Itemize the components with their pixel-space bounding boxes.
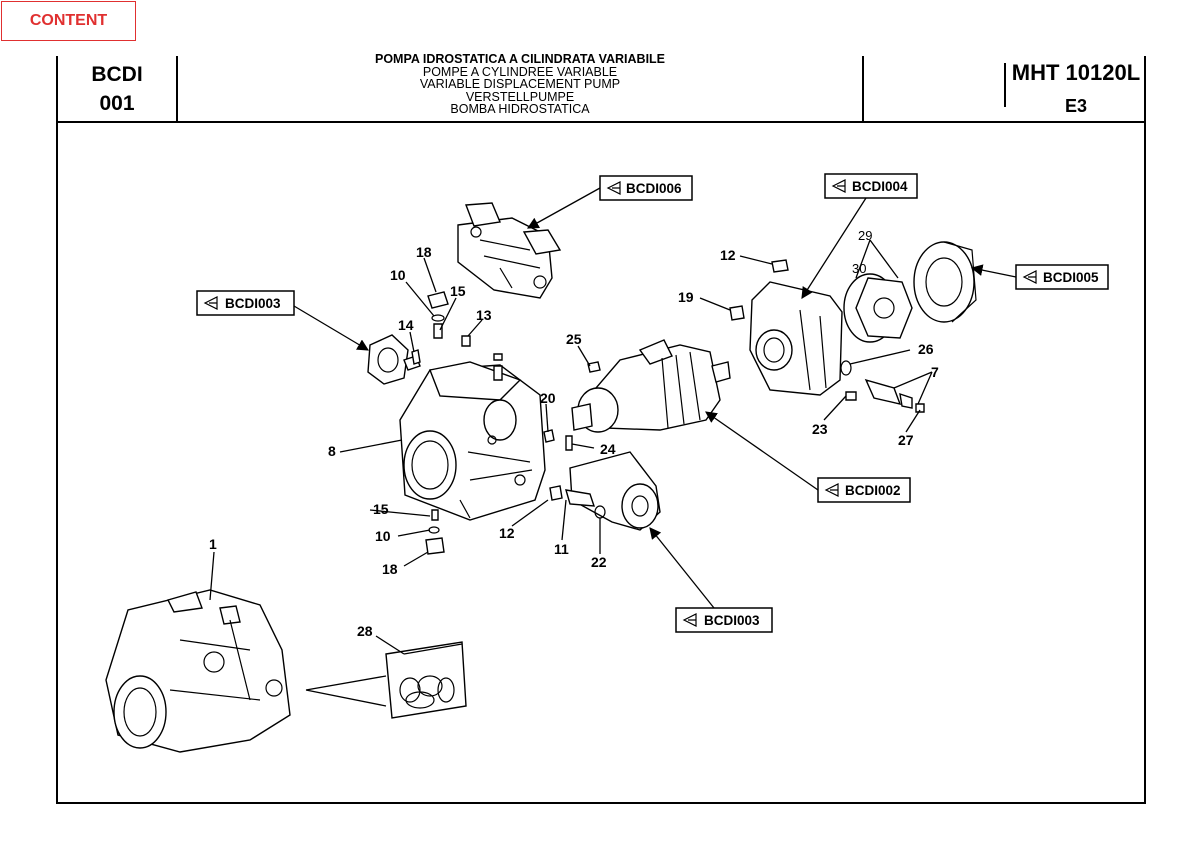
rotating-group [571, 339, 731, 433]
fittings-bottom [425, 509, 445, 555]
section-code-line2: 001 [99, 92, 135, 115]
callout-18: 18 [416, 244, 432, 260]
bcdi004-arrow [801, 197, 867, 299]
header-separator [1004, 63, 1006, 107]
callout-20: 20 [540, 390, 556, 406]
callout-25: 25 [566, 331, 582, 347]
ref-bcdi005[interactable]: BCDI005 [1015, 264, 1109, 290]
pump-housing [399, 361, 546, 521]
callout-7: 7 [931, 364, 939, 380]
title-english: VARIABLE DISPLACEMENT PUMP [419, 77, 621, 91]
end-cover [729, 259, 843, 396]
control-valve-block [367, 334, 421, 385]
ref-bcdi006[interactable]: BCDI006 [599, 175, 693, 201]
revision-label: E3 [1064, 96, 1088, 116]
ref-bcdi004[interactable]: BCDI004 [824, 173, 918, 199]
solenoid-valve [457, 202, 562, 299]
callout-19: 19 [678, 289, 694, 305]
callout-27: 27 [898, 432, 914, 448]
callout-18: 18 [382, 561, 398, 577]
callout-15: 15 [373, 501, 389, 517]
callout-10: 10 [375, 528, 391, 544]
page-frame [56, 56, 1146, 804]
bcdi005-arrow [970, 264, 1017, 278]
page-title-block: POMPA IDROSTATICA A CILINDRATA VARIABILE… [178, 53, 862, 116]
callout-leaders [209, 239, 933, 655]
servo-cylinder [543, 429, 661, 531]
callout-12: 12 [720, 247, 736, 263]
header-separator [862, 56, 864, 122]
svg-text:BCDI003: BCDI003 [225, 296, 281, 311]
callout-26: 26 [918, 341, 934, 357]
callout-13: 13 [476, 307, 492, 323]
section-code-line1: BCDI [91, 63, 143, 86]
relief-valve [840, 360, 925, 413]
bcdi003-top-arrow [293, 305, 370, 351]
callout-22: 22 [591, 554, 607, 570]
callout-23: 23 [812, 421, 828, 437]
ref-bcdi003-top[interactable]: BCDI003 [196, 290, 295, 316]
callout-1: 1 [209, 536, 217, 552]
machine-model: MHT 10120L [1011, 60, 1141, 85]
svg-text:BCDI003: BCDI003 [704, 613, 760, 628]
title-german: VERSTELLPUMPE [465, 89, 575, 104]
seal-kit [385, 641, 467, 719]
header-separator [176, 56, 178, 122]
callout-10: 10 [390, 267, 406, 283]
assembled-pump [105, 589, 291, 753]
ref-bcdi003-bottom[interactable]: BCDI003 [675, 607, 773, 633]
callout-8: 8 [328, 443, 336, 459]
section-code: BCDI 001 [58, 60, 176, 118]
callout-15: 15 [450, 283, 466, 299]
callout-14: 14 [398, 317, 414, 333]
front-flange [913, 241, 977, 323]
gasket [843, 273, 913, 343]
seal-kit-leader [305, 675, 387, 707]
ref-bcdi002[interactable]: BCDI002 [817, 477, 911, 503]
callout-24: 24 [600, 441, 616, 457]
svg-text:BCDI004: BCDI004 [852, 179, 908, 194]
content-button[interactable]: CONTENT [1, 1, 136, 41]
svg-text:BCDI002: BCDI002 [845, 483, 901, 498]
callout-30: 30 [852, 261, 866, 276]
title-french: POMPE A CYLINDREE VARIABLE [422, 64, 618, 79]
svg-text:BCDI005: BCDI005 [1043, 270, 1099, 285]
title-spanish: BOMBA HIDROSTATICA [450, 102, 590, 116]
fittings-top [411, 291, 503, 381]
callout-11: 11 [554, 541, 569, 557]
bcdi003-bottom-arrow [649, 527, 715, 609]
callout-12: 12 [499, 525, 515, 541]
callout-29: 29 [858, 228, 872, 243]
bcdi002-arrow [705, 411, 819, 491]
bcdi006-arrow [526, 187, 601, 229]
svg-text:BCDI006: BCDI006 [626, 181, 682, 196]
header-divider [56, 121, 1146, 123]
title-italian: POMPA IDROSTATICA A CILINDRATA VARIABILE [374, 52, 666, 66]
callout-28: 28 [357, 623, 373, 639]
